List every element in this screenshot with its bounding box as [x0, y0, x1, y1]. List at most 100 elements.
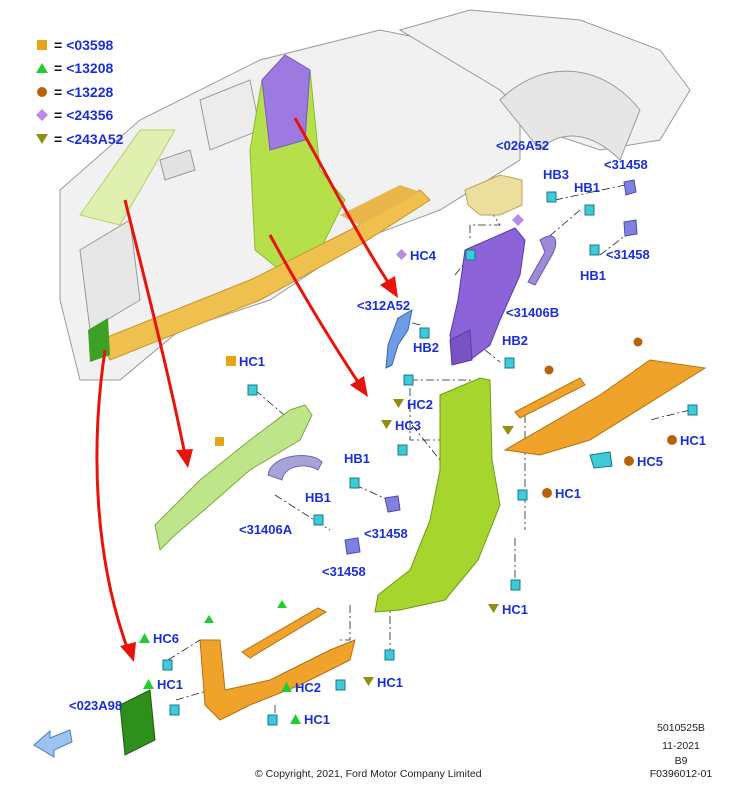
cap-31458-a: [623, 179, 637, 196]
callout-31406a: <31406A: [239, 522, 293, 537]
drawing-code: 5010525B: [657, 722, 705, 734]
clip-hc3: [397, 444, 408, 456]
clip-hc5: [589, 451, 613, 469]
triangle-icon: [139, 631, 150, 646]
kick-panel-023a98: [119, 689, 156, 756]
callout-hc6: HC6: [139, 631, 179, 646]
callout-hc1-g: HC1: [290, 712, 330, 727]
clip-hb2-right: [504, 357, 515, 369]
clip-hc2-mid: [403, 374, 414, 386]
callout-hc1-d-label: HC1: [502, 602, 529, 617]
a-pillar-trim: [154, 404, 313, 552]
rear-sill-trim: [503, 359, 707, 456]
symbol-tri-strip: [277, 600, 287, 608]
clip-hb3: [546, 191, 557, 203]
figure-code: F0396012-01: [649, 768, 713, 780]
callout-hc1-a: HC1: [226, 354, 265, 369]
callout-hc1-f: HC1: [363, 675, 403, 690]
clip-hc6: [162, 659, 173, 671]
circle-icon: [36, 85, 50, 99]
clip-hc1-mid: [247, 384, 258, 396]
symbol-square-a-pillar: [215, 437, 224, 446]
legend-code-inverted-triangle: <243A52: [66, 130, 124, 147]
clip-hc4: [465, 249, 476, 261]
red-arrowheads: [120, 276, 398, 662]
legend-row-diamond: = <24356: [36, 104, 123, 128]
symbol-circle-sill: [633, 337, 643, 347]
circle-icon: [624, 454, 634, 469]
front-sill-trim: [199, 639, 356, 721]
inverted-triangle-icon: [488, 602, 499, 617]
legend-eq: =: [54, 83, 63, 100]
legend-eq: =: [54, 36, 63, 53]
clip-hb1-upper: [584, 204, 595, 216]
callout-hc1-c-label: HC1: [555, 486, 582, 501]
b-pillar-upper-trim-base: [449, 329, 473, 366]
clip-hc1-right2: [517, 489, 528, 501]
rear-sill-strip: [514, 377, 586, 419]
callout-hc2-b: HC2: [281, 680, 321, 695]
clip-hc1-low: [384, 649, 395, 661]
cap-31458-c: [384, 495, 401, 513]
symbol-diamond-bracket: [512, 214, 524, 226]
callout-026a52: <026A52: [496, 138, 550, 153]
inverted-triangle-icon: [363, 675, 374, 690]
cap-31458-b: [623, 219, 638, 237]
view-direction-arrow: [33, 729, 73, 758]
callout-hc1-a-label: HC1: [239, 354, 266, 369]
triangle-icon: [143, 677, 154, 692]
circle-icon: [542, 486, 552, 501]
callout-hc2-a-label: HC2: [407, 397, 434, 412]
callout-hc1-b: HC1: [667, 433, 706, 448]
body-a-pillar-highlight: [79, 129, 176, 226]
triangle-icon: [281, 680, 292, 695]
callout-hc2-b-label: HC2: [295, 680, 322, 695]
clip-hc2-lower: [335, 679, 346, 691]
callout-312a52: <312A52: [357, 298, 411, 313]
callout-hc1-c: HC1: [542, 486, 581, 501]
callout-hc3-label: HC3: [395, 418, 422, 433]
inverted-triangle-icon: [36, 132, 50, 146]
callout-hc5-label: HC5: [637, 454, 664, 469]
callout-31458-d: <31458: [322, 564, 366, 579]
diamond-icon: [396, 248, 407, 263]
drawing-revision: B9: [674, 755, 688, 767]
clip-hb1-right: [589, 244, 600, 256]
callout-hc1-e: HC1: [143, 677, 183, 692]
bracket-312a52: [385, 309, 413, 369]
symbol-tri-sill: [204, 615, 214, 623]
b-pillar-lower-trim: [374, 377, 501, 613]
drawing-date: 11-2021: [662, 740, 700, 752]
callout-hc4: HC4: [396, 248, 436, 263]
diamond-icon: [36, 108, 50, 122]
square-icon: [226, 354, 236, 369]
callout-hb1-a: HB1: [574, 180, 601, 195]
legend-eq: =: [54, 107, 63, 124]
legend-row-circle: = <13228: [36, 80, 123, 104]
callout-31406b: <31406B: [506, 305, 560, 320]
body-sill-rear-highlight: [340, 185, 420, 225]
b-pillar-upper-trim: [449, 227, 526, 363]
clip-hb2-left: [419, 327, 430, 339]
callout-hc4-label: HC4: [410, 248, 437, 263]
callout-hc2-a: HC2: [393, 397, 433, 412]
callout-hc6-label: HC6: [153, 631, 180, 646]
cap-31458-d: [344, 537, 361, 555]
legend: = <03598 = <13208 = <13228 = <24356 = <2…: [36, 33, 123, 151]
callout-hc1-e-label: HC1: [157, 677, 184, 692]
callout-31458-c: <31458: [364, 526, 408, 541]
callout-hb3: HB3: [543, 167, 570, 182]
legend-row-square: = <03598: [36, 33, 123, 57]
clip-hc1-right3: [510, 579, 521, 591]
square-icon: [36, 38, 50, 52]
callout-023a98: <023A98: [69, 698, 123, 713]
clip-hb1-mid: [349, 477, 360, 489]
clip-hc1-lower2: [267, 714, 278, 726]
inverted-triangle-icon: [381, 418, 392, 433]
clip-hc1-right: [687, 404, 698, 416]
clip-hc1-lower: [169, 704, 180, 716]
legend-code-square: <03598: [66, 36, 114, 53]
seat-belt-bracket: [464, 174, 523, 216]
legend-row-triangle: = <13208: [36, 57, 123, 81]
